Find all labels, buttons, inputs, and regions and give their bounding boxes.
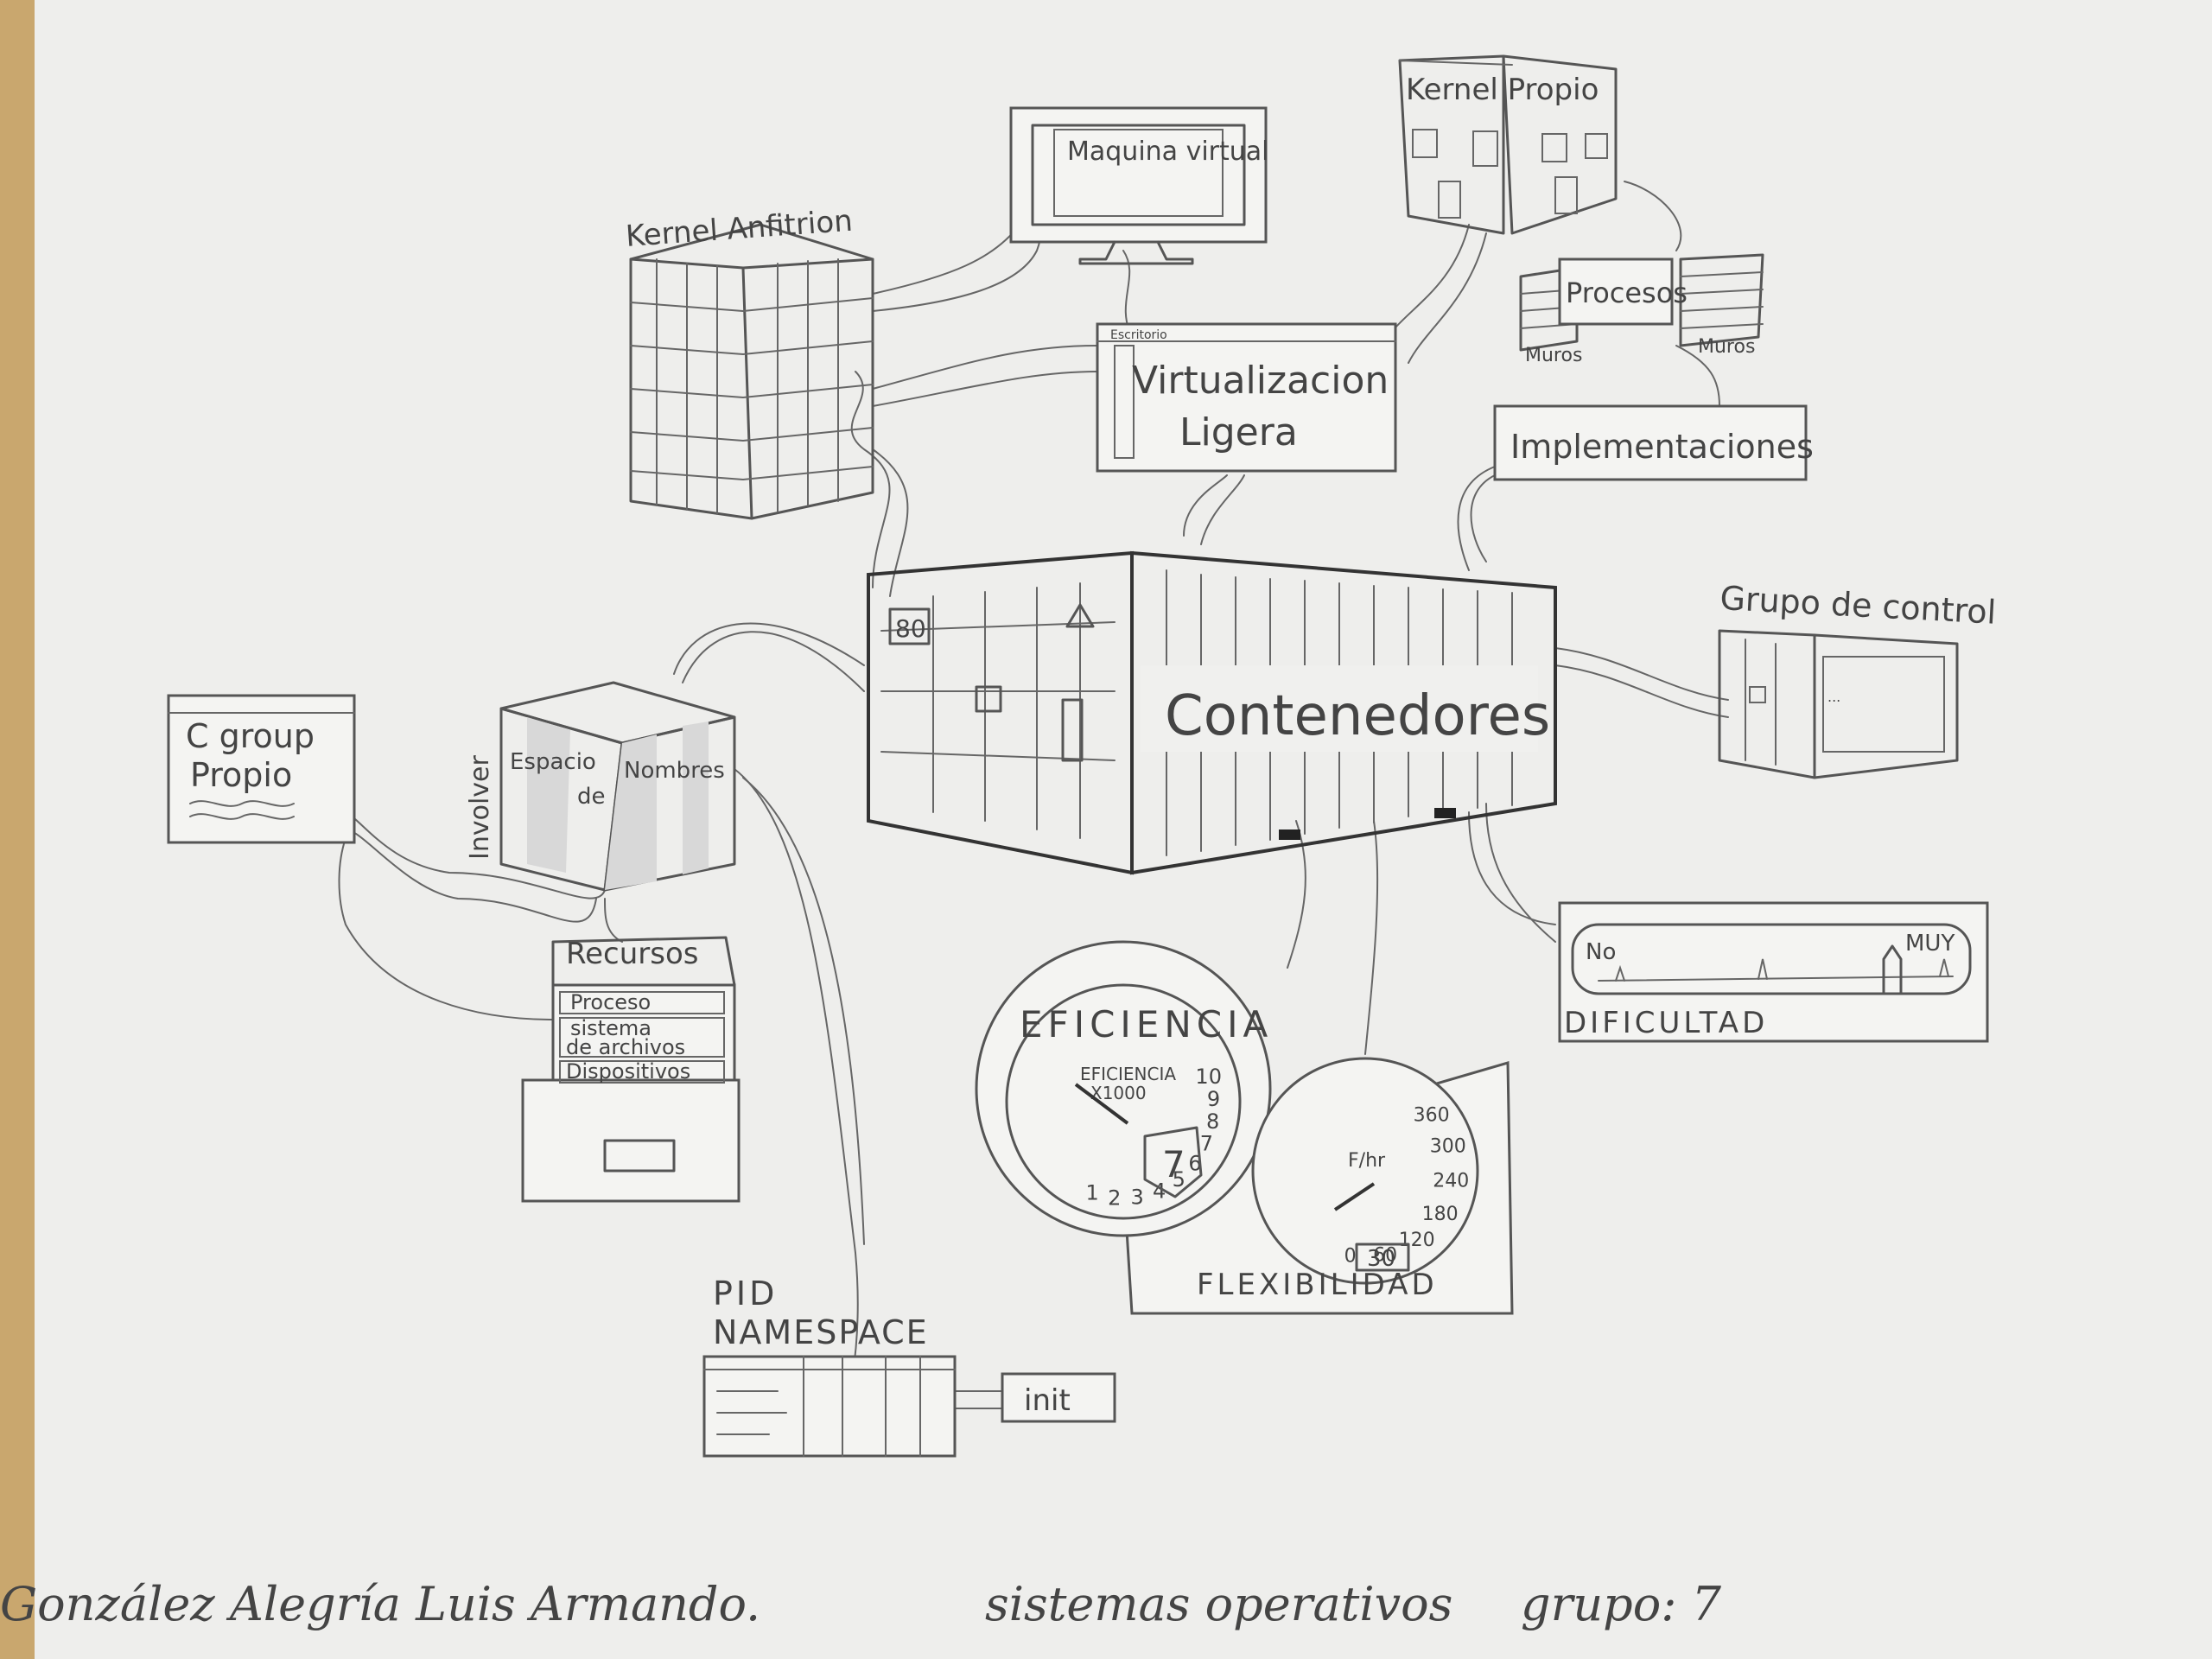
- contenedores-node: 80 Contenedores: [867, 550, 1557, 875]
- muros-right-label: Muros: [1698, 336, 1755, 358]
- dificultad-label: DIFICULTAD: [1564, 1006, 1768, 1040]
- flexibilidad-tick-3: 180: [1422, 1204, 1459, 1225]
- flexibilidad-tick-1: 60: [1373, 1244, 1397, 1266]
- eficiencia-tick-7: 8: [1206, 1109, 1219, 1134]
- implementaciones-label: Implementaciones: [1510, 428, 1814, 466]
- nombres-label: Nombres: [624, 758, 725, 784]
- ligera-label: Ligera: [1179, 410, 1298, 454]
- flexibilidad-tick-4: 240: [1433, 1171, 1469, 1192]
- grupo-inner-label: ...: [1827, 689, 1840, 705]
- eficiencia-inner-line2: X1000: [1090, 1083, 1147, 1103]
- espacio-de-nombres-node: Espacio de Nombres Involver: [465, 681, 736, 892]
- container-number: 80: [895, 614, 926, 643]
- course-name: sistemas operativos: [985, 1577, 1452, 1631]
- footer-signature: González Alegría Luis Armando. sistemas …: [0, 1577, 1722, 1631]
- dificultad-min: No: [1586, 939, 1616, 965]
- pid-namespace-node: PID NAMESPACE init: [702, 1274, 1116, 1458]
- eficiencia-needle: [1074, 1083, 1129, 1125]
- flexibilidad-needle: [1333, 1182, 1376, 1211]
- dificultad-max: MUY: [1905, 931, 1955, 957]
- eficiencia-tick-8: 9: [1207, 1087, 1220, 1111]
- group-number: grupo: 7: [1521, 1577, 1722, 1631]
- flexibilidad-label: FLEXIBILIDAD: [1197, 1268, 1438, 1302]
- eficiencia-inner-line1: EFICIENCIA: [1080, 1064, 1176, 1084]
- recurso-item-1: sistema: [570, 1016, 652, 1040]
- procesos-node: Procesos Muros Muros: [1519, 253, 1764, 366]
- cgroup-line2: Propio: [190, 756, 292, 794]
- author-name: González Alegría Luis Armando.: [0, 1577, 760, 1631]
- flexibilidad-unit: F/hr: [1348, 1150, 1386, 1172]
- cgroup-propio-node: C group Propio: [167, 694, 356, 844]
- muros-left-label: Muros: [1525, 345, 1582, 366]
- table-edge: [0, 0, 35, 1659]
- cgroup-line1: C group: [186, 717, 315, 755]
- espacio-label: Espacio: [510, 749, 596, 775]
- eficiencia-tick-6: 7: [1200, 1132, 1213, 1156]
- virtualizacion-label: Virtualizacion: [1132, 359, 1389, 403]
- flexibilidad-tick-2: 120: [1399, 1230, 1435, 1251]
- eficiencia-label: EFICIENCIA: [1020, 1003, 1273, 1046]
- paper: [35, 0, 2212, 1659]
- namespace-label: NAMESPACE: [713, 1313, 929, 1351]
- maquina-label: Maquina virtual: [1067, 137, 1269, 167]
- eficiencia-readout: 7: [1162, 1143, 1185, 1185]
- window-title: Escritorio: [1110, 328, 1167, 342]
- init-label: init: [1024, 1383, 1071, 1418]
- recursos-label: Recursos: [566, 937, 698, 971]
- recursos-node: Recursos Proceso sistema de archivos Dis…: [521, 936, 741, 1203]
- flexibilidad-tick-0: 0: [1344, 1246, 1357, 1268]
- kernel-propio-label: Kernel Propio: [1406, 73, 1599, 107]
- eficiencia-tick-4: 5: [1173, 1167, 1185, 1192]
- pid-label: PID: [713, 1274, 778, 1313]
- recurso-item-2: de archivos: [566, 1035, 685, 1059]
- procesos-label: Procesos: [1566, 276, 1688, 309]
- implementaciones-node: Implementaciones: [1493, 404, 1814, 481]
- recurso-item-3: Dispositivos: [566, 1059, 690, 1084]
- de-label: de: [577, 784, 606, 810]
- virtualizacion-ligera-node: Escritorio Virtualizacion Ligera: [1096, 322, 1397, 473]
- dificultad-node: No MUY DIFICULTAD: [1558, 901, 1989, 1043]
- eficiencia-tick-1: 2: [1108, 1186, 1121, 1211]
- flexibilidad-tick-5: 300: [1430, 1135, 1466, 1157]
- eficiencia-tick-9: 10: [1195, 1065, 1222, 1089]
- connector-lines: [338, 172, 1729, 1452]
- flexibilidad-tick-6: 360: [1414, 1105, 1450, 1127]
- contenedores-label: Contenedores: [1165, 684, 1550, 748]
- eficiencia-tick-2: 3: [1131, 1185, 1144, 1210]
- involver-label: Involver: [465, 754, 495, 860]
- maquina-virtual-node: Maquina virtual: [1009, 106, 1269, 265]
- eficiencia-tick-0: 1: [1085, 1181, 1098, 1205]
- flexibilidad-readout: 30: [1367, 1246, 1395, 1272]
- kernel-propio-node: Kernel Propio: [1398, 54, 1618, 235]
- recurso-item-0: Proceso: [570, 990, 651, 1014]
